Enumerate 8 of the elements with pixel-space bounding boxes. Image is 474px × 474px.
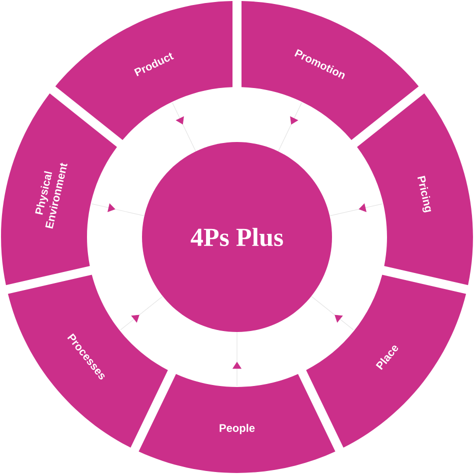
node-label: People xyxy=(220,424,255,434)
connector-arrow xyxy=(91,203,144,216)
connector-arrow xyxy=(278,102,302,152)
connector-arrow xyxy=(172,102,196,152)
connector-arrow xyxy=(120,296,163,330)
connector-arrow xyxy=(311,296,354,330)
ring-segment: Pricing xyxy=(357,93,473,286)
ring-segment: People xyxy=(138,374,336,473)
